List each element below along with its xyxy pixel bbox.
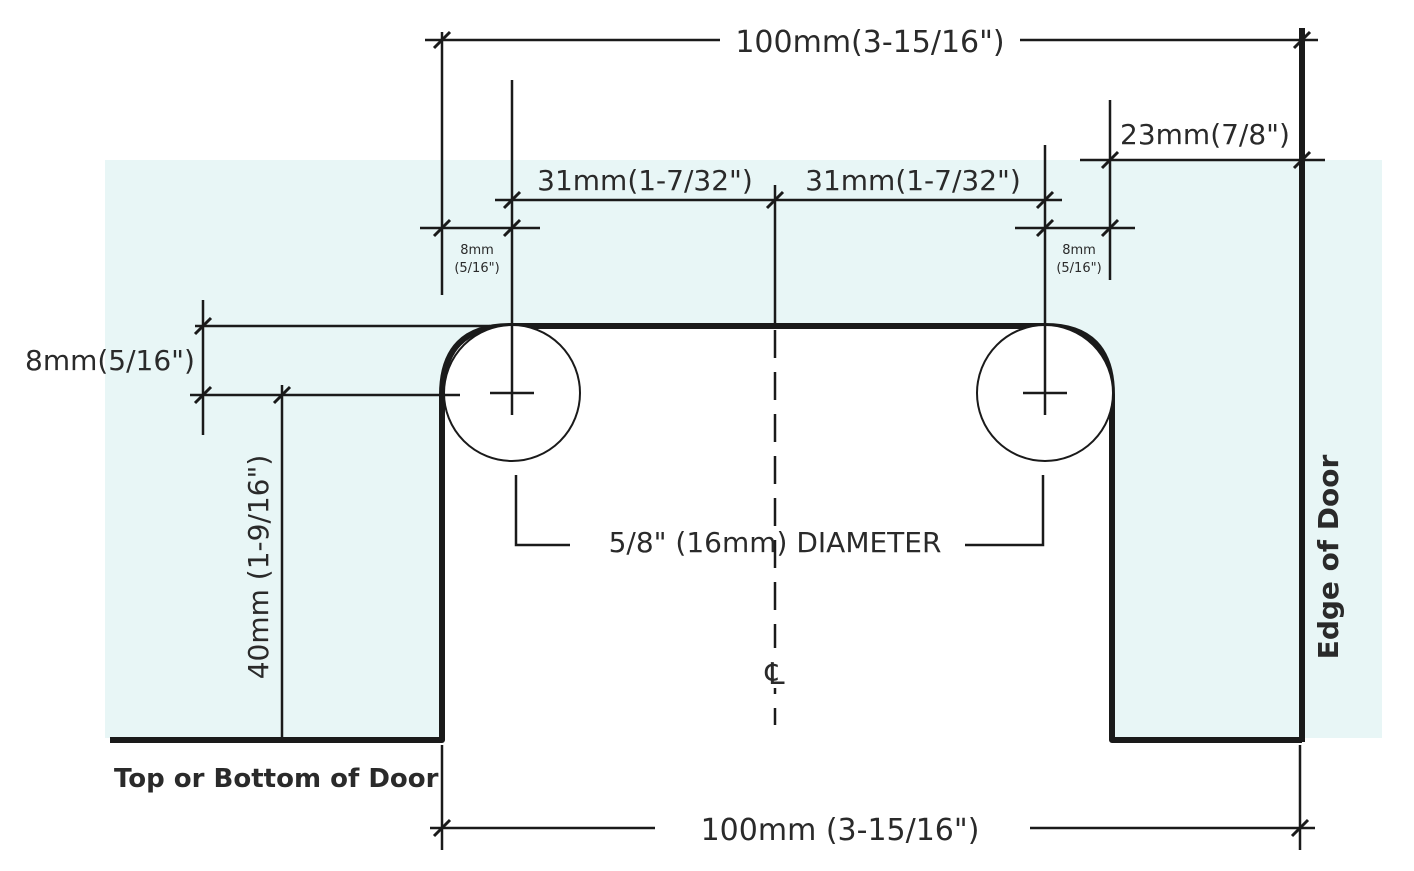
right-hole [976, 324, 1114, 462]
bottom-width-label: 100mm (3-15/16") [701, 813, 980, 848]
edge-offset-label: 23mm(7/8") [1120, 118, 1290, 151]
extension-lines [440, 32, 1302, 850]
left-small-offset-top: 8mm [460, 243, 494, 258]
edge-of-door-label: Edge of Door [1312, 454, 1345, 659]
dimension-lines [190, 38, 1325, 830]
left-hole [443, 324, 581, 462]
left-vertical-offset-label: 8mm(5/16") [25, 344, 195, 377]
left-small-offset-bottom: (5/16") [454, 261, 499, 276]
hole-diameter-label: 5/8" (16mm) DIAMETER [609, 526, 942, 559]
cutout-area [442, 326, 1112, 740]
right-hole-offset-label: 31mm(1-7/32") [805, 164, 1021, 197]
height-label: 40mm (1-9/16") [242, 455, 275, 680]
right-small-offset-top: 8mm [1062, 243, 1096, 258]
right-small-offset-bottom: (5/16") [1056, 261, 1101, 276]
centerline-symbol: ℄ [764, 657, 784, 692]
top-or-bottom-of-door-label: Top or Bottom of Door [114, 764, 439, 794]
left-hole-offset-label: 31mm(1-7/32") [537, 164, 753, 197]
dimension-ticks [193, 30, 1312, 838]
top-width-label: 100mm(3-15/16") [735, 25, 1004, 60]
